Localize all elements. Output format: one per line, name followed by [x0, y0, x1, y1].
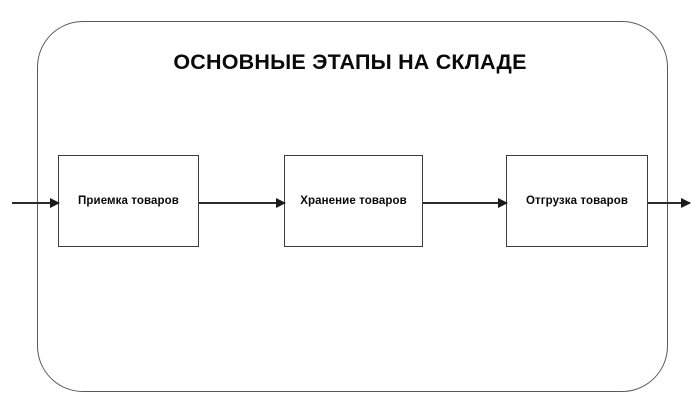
connector-arrow-icon-step2-step3 [423, 198, 508, 208]
input-arrow-icon [12, 198, 60, 208]
process-box-otgruzka[interactable]: Отгрузка товаров [506, 155, 648, 247]
diagram-title: ОСНОВНЫЕ ЭТАПЫ НА СКЛАДЕ [173, 50, 527, 74]
process-box-priemka[interactable]: Приемка товаров [58, 155, 199, 247]
process-box-label: Приемка товаров [78, 195, 179, 207]
arrow-shaft [12, 202, 59, 204]
arrow-head-icon [50, 198, 60, 208]
process-box-label: Хранение товаров [300, 195, 407, 207]
output-arrow-icon [648, 198, 691, 208]
connector-arrow-icon-step1-step2 [199, 198, 286, 208]
process-box-label: Отгрузка товаров [525, 195, 629, 207]
arrow-head-icon [276, 198, 286, 208]
arrow-head-icon [681, 198, 691, 208]
arrow-shaft [423, 202, 507, 204]
arrow-shaft [648, 202, 690, 204]
arrow-shaft [199, 202, 285, 204]
diagram-outer-frame [37, 21, 668, 392]
arrow-head-icon [498, 198, 508, 208]
process-box-hranenie[interactable]: Хранение товаров [284, 155, 423, 247]
